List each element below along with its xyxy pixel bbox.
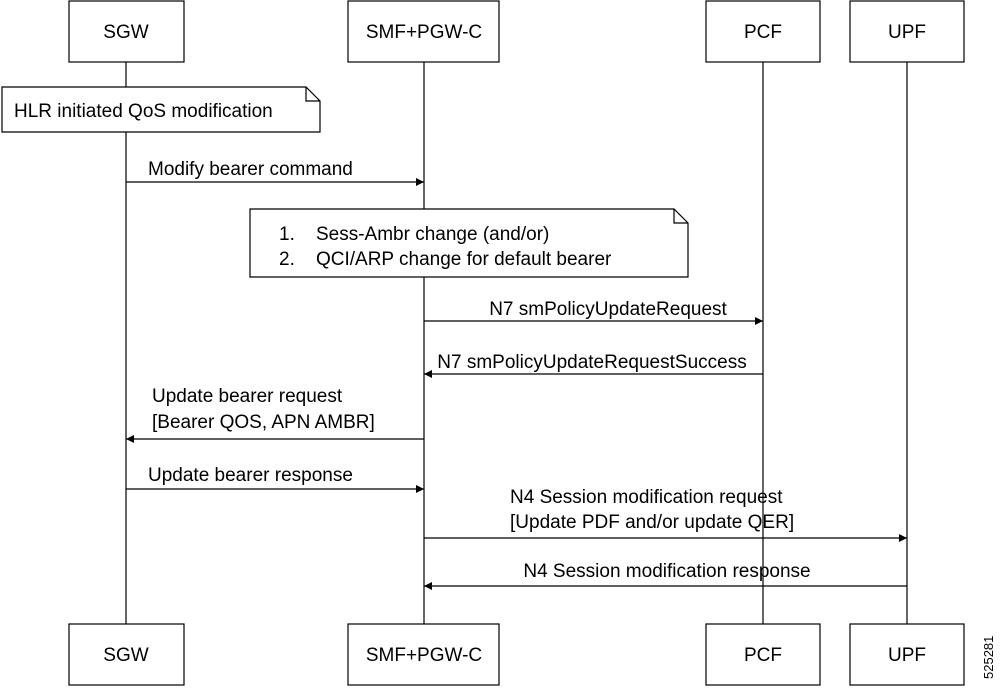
participant-upf-label: UPF [888, 645, 926, 666]
participant-sgw-top: SGW [68, 0, 185, 63]
participant-upf-label: UPF [888, 22, 926, 43]
message-label-line-1: Update bearer request [152, 386, 343, 407]
message-n7-smpolicyupdaterequestsuccess: N7 smPolicyUpdateRequestSuccess [424, 352, 763, 378]
participant-upf-bottom: UPF [849, 623, 965, 686]
message-label-line-1: N4 Session modification request [510, 487, 783, 508]
message-label: N4 Session modification response [523, 561, 810, 582]
participant-sgw-label: SGW [103, 22, 148, 43]
message-n4-session-modification-response: N4 Session modification response [424, 561, 907, 590]
message-label: Update bearer response [148, 465, 353, 486]
message-n4-session-modification-request: N4 Session modification request [Update … [424, 487, 907, 542]
participant-upf-top: UPF [849, 0, 965, 63]
participant-smf-label: SMF+PGW-C [366, 22, 482, 43]
message-modify-bearer-command: Modify bearer command [126, 159, 424, 186]
participant-sgw-bottom: SGW [68, 623, 185, 686]
note-changes-line-1: 1. Sess-Ambr change (and/or) [279, 224, 549, 245]
participant-pcf-label: PCF [744, 645, 782, 666]
message-label: Modify bearer command [148, 159, 353, 180]
message-label: N7 smPolicyUpdateRequestSuccess [437, 352, 746, 373]
note-changes-line-2: 2. QCI/ARP change for default bearer [279, 249, 612, 270]
message-update-bearer-request: Update bearer request [Bearer QOS, APN A… [126, 386, 424, 443]
participant-smf-top: SMF+PGW-C [347, 0, 500, 63]
participant-smf-label: SMF+PGW-C [366, 645, 482, 666]
message-update-bearer-response: Update bearer response [126, 465, 424, 493]
figure-id: 525281 [981, 636, 996, 679]
participant-sgw-label: SGW [103, 645, 148, 666]
participant-pcf-bottom: PCF [705, 623, 821, 686]
note-changes: 1. Sess-Ambr change (and/or) 2. QCI/ARP … [249, 208, 689, 278]
participant-smf-bottom: SMF+PGW-C [347, 623, 500, 686]
message-n7-smpolicyupdaterequest: N7 smPolicyUpdateRequest [424, 299, 763, 325]
message-label-line-2: [Update PDF and/or update QER] [510, 512, 794, 533]
message-label: N7 smPolicyUpdateRequest [489, 299, 727, 320]
message-label-line-2: [Bearer QOS, APN AMBR] [152, 412, 375, 433]
note-hlr-text: HLR initiated QoS modification [14, 101, 273, 122]
participant-pcf-label: PCF [744, 22, 782, 43]
note-hlr: HLR initiated QoS modification [1, 86, 321, 133]
participant-pcf-top: PCF [705, 0, 821, 63]
